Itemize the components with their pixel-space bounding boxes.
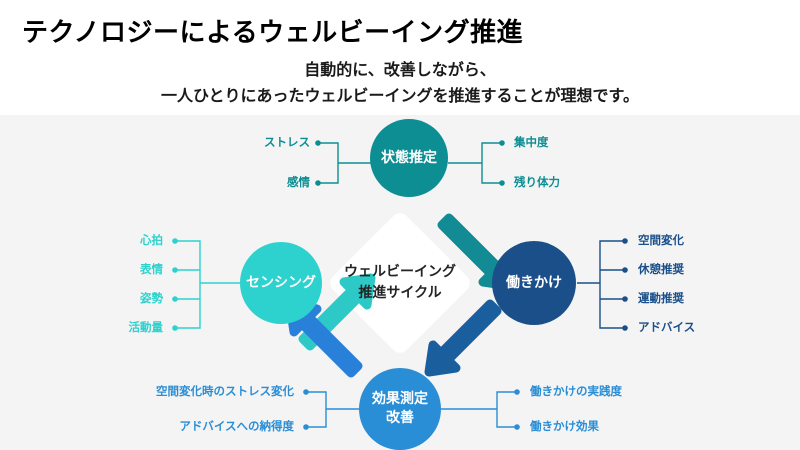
- leaf-dot-posture: [172, 296, 178, 302]
- diagram-canvas: [172, 119, 628, 450]
- leaf-dot-stamina: [499, 180, 505, 186]
- center-label-line2: 推進サイクル: [358, 285, 442, 301]
- node-circle-sensing[interactable]: [240, 242, 322, 324]
- connector-effect-right: [441, 391, 517, 428]
- subtitle-line-2: 一人ひとりにあったウェルビーイングを推進することが理想です。: [161, 86, 639, 105]
- connector-effect-left: [306, 391, 360, 428]
- subtitle-line-1: 自動的に、改善しながら、: [304, 60, 496, 79]
- leaf-label-intervention-effect: 働きかけ効果: [530, 419, 599, 433]
- leaf-dot-practice-rate: [514, 389, 520, 395]
- leaf-label-expression: 表情: [140, 262, 163, 276]
- leaf-dot-advice: [622, 325, 628, 331]
- leaf-dot-expression: [172, 267, 178, 273]
- leaf-label-practice-rate: 働きかけの実践度: [530, 384, 622, 398]
- connector-sensing-left: [175, 240, 240, 329]
- arrow-intervention-to-effect-icon: [424, 299, 502, 377]
- center-diamond: [330, 213, 470, 353]
- leaf-dot-activity: [172, 325, 178, 331]
- leaf-dot-effect: [514, 424, 520, 430]
- leaf-label-activity-level: 活動量: [128, 320, 164, 334]
- leaf-dot-exercise: [622, 296, 628, 302]
- leaf-label-rest-recommendation: 休憩推奨: [638, 262, 684, 276]
- node-circle-effect-measurement[interactable]: [359, 368, 441, 450]
- leaf-dot-rest: [622, 267, 628, 273]
- leaf-label-space-change: 空間変化: [638, 233, 684, 247]
- leaf-dot-stress-on-space-change: [303, 389, 309, 395]
- connector-state-left: [318, 142, 372, 184]
- leaf-dot-space-change: [622, 238, 628, 244]
- connector-intervention-right: [577, 240, 625, 329]
- leaf-label-concentration: 集中度: [514, 135, 549, 149]
- leaf-dot-heart-rate: [172, 238, 178, 244]
- connector-state-right: [448, 142, 502, 184]
- leaf-label-exercise-recommendation: 運動推奨: [638, 291, 684, 305]
- leaf-label-emotion: 感情: [287, 175, 310, 189]
- leaf-label-heart-rate: 心拍: [140, 233, 163, 247]
- wellbeing-cycle-diagram: 状態推定 働きかけ 効果測定 改善 センシング ウェルビーイング 推進サイクル …: [0, 115, 800, 450]
- node-circle-state-estimation[interactable]: [370, 119, 448, 197]
- leaf-label-stress: ストレス: [264, 135, 310, 149]
- leaf-dot-emotion: [315, 180, 321, 186]
- leaf-label-advice: アドバイス: [638, 320, 696, 334]
- leaf-dot-advice-satisfaction: [303, 424, 309, 430]
- leaf-dot-stress: [315, 140, 321, 146]
- node-circle-intervention[interactable]: [492, 241, 576, 325]
- center-label-line1: ウェルビーイング: [344, 264, 456, 280]
- leaf-label-advice-satisfaction: アドバイスへの納得度: [179, 419, 294, 433]
- header: テクノロジーによるウェルビーイング推進 自動的に、改善しながら、 一人ひとりにあ…: [0, 0, 800, 115]
- page-title: テクノロジーによるウェルビーイング推進: [22, 18, 524, 48]
- leaf-label-stress-change-on-space-change: 空間変化時のストレス変化: [156, 384, 294, 398]
- leaf-label-posture: 姿勢: [140, 291, 163, 305]
- leaf-dot-concentration: [499, 140, 505, 146]
- leaf-label-stamina: 残り体力: [514, 175, 560, 189]
